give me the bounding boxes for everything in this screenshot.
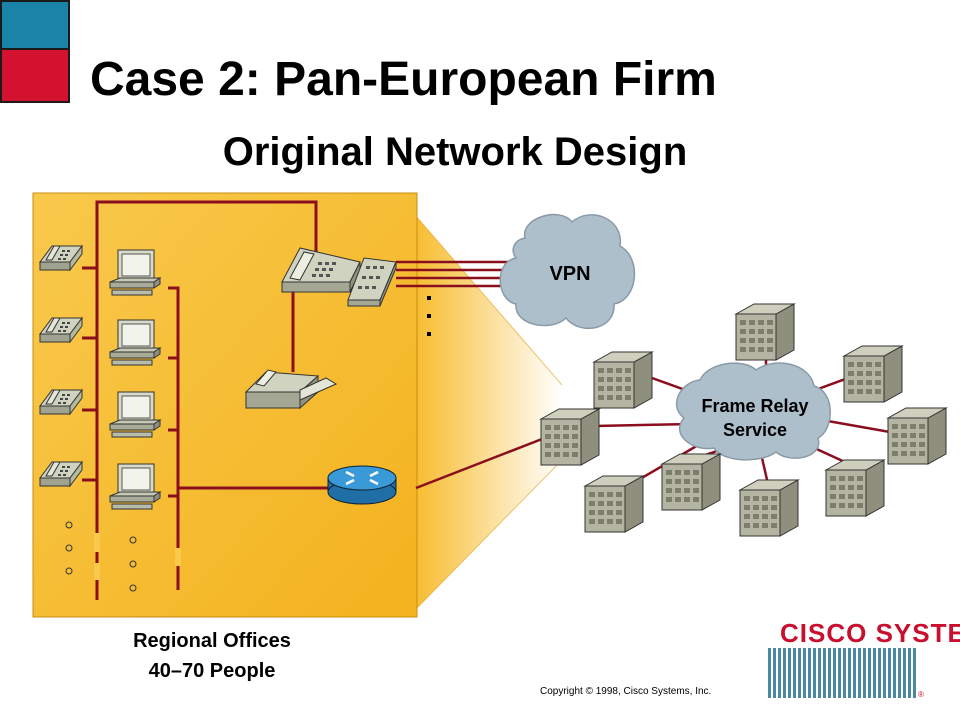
fax-icon: [244, 369, 338, 410]
frame-relay-cloud-icon: [675, 362, 831, 461]
cisco-logo-trademark: ®: [918, 690, 924, 699]
frame-relay-label-line2: Service: [722, 420, 788, 440]
slide-subtitle: Original Network Design: [222, 130, 688, 174]
computer-icon: [109, 463, 161, 510]
corner-block-red: [0, 48, 70, 103]
building-icon: [887, 407, 947, 465]
office-wiring: [82, 200, 330, 600]
building-icon: [540, 408, 600, 466]
wiring-gaps: [94, 533, 181, 580]
regional-office-panel: [32, 192, 418, 618]
frame-relay-label: Frame Relay Service: [680, 394, 830, 442]
connection-beam: [415, 215, 562, 610]
pbx-phone-icon: [281, 247, 397, 307]
corner-block-blue: [0, 0, 70, 50]
vpn-label: VPN: [549, 263, 591, 285]
building-icon: [825, 459, 885, 517]
link-ellipsis-dots: [427, 296, 431, 336]
building-icon: [584, 475, 644, 533]
router-icon[interactable]: [327, 465, 397, 505]
building-icon: [739, 479, 799, 537]
vpn-cloud-icon: [499, 213, 636, 330]
building-icon: [735, 303, 795, 361]
regional-caption-line1: Regional Offices: [133, 630, 291, 652]
cisco-logo-bars: [768, 648, 918, 698]
slide-title: Case 2: Pan-European Firm: [90, 53, 717, 106]
computer-icon: [109, 391, 161, 438]
regional-caption-line2: 40–70 People: [148, 660, 276, 682]
regional-offices-caption: Regional Offices 40–70 People: [100, 626, 324, 686]
copyright-notice: Copyright © 1998, Cisco Systems, Inc.: [540, 686, 712, 697]
building-icon: [593, 351, 653, 409]
more-devices-ellipsis: [65, 521, 137, 592]
computer-icon: [109, 319, 161, 366]
frame-relay-label-line1: Frame Relay: [701, 396, 809, 416]
building-icon: [843, 345, 903, 403]
vpn-links: [396, 260, 515, 288]
building-icon: [661, 453, 721, 511]
computer-icon: [109, 249, 161, 296]
cisco-logo-text: CISCO SYSTEMS: [780, 618, 960, 648]
